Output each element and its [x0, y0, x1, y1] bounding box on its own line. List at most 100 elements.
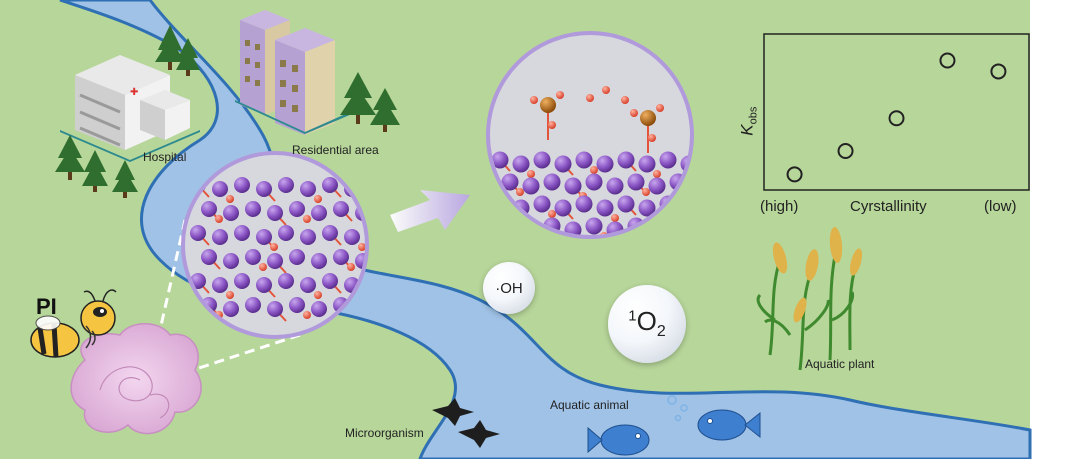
atom-purple: [223, 205, 239, 221]
atom-purple: [564, 177, 582, 195]
atom-purple: [554, 155, 572, 173]
atom-purple: [596, 199, 614, 217]
atom-purple: [575, 151, 593, 169]
atom-purple: [234, 225, 250, 241]
atom-purple: [234, 177, 250, 193]
atom-purple: [638, 155, 656, 173]
chart-point-3: [888, 110, 905, 127]
atom-purple: [256, 277, 272, 293]
atom-purple: [190, 225, 206, 241]
atom-purple: [322, 273, 338, 289]
atom-purple: [512, 155, 530, 173]
atom-purple: [311, 253, 327, 269]
hydroxyl-radical-bubble: ·OH: [483, 262, 535, 314]
atom-red: [303, 311, 311, 319]
atom-purple: [322, 177, 338, 193]
atom-purple: [223, 253, 239, 269]
atom-purple: [491, 151, 509, 169]
microorganism-label: Microorganism: [345, 426, 424, 440]
fish-icon: [587, 409, 761, 456]
residential-label: Residential area: [292, 143, 379, 157]
chart-plot-frame: [763, 33, 1030, 191]
chart-svg: [763, 33, 1030, 191]
atom-red: [226, 195, 234, 203]
atom-purple: [289, 249, 305, 265]
atom-purple: [333, 201, 349, 217]
aquatic-plant-label: Aquatic plant: [805, 357, 875, 371]
chart-x-right-label: (low): [984, 198, 1017, 215]
wheat-heads: [772, 227, 863, 323]
atom-purple: [648, 177, 666, 195]
atom-purple: [300, 181, 316, 197]
atom-red: [590, 166, 598, 174]
atom-red: [527, 170, 535, 178]
atom-purple: [311, 205, 327, 221]
atom-purple: [585, 173, 603, 191]
atom-purple: [278, 273, 294, 289]
chart-ylabel: Kobs: [737, 106, 760, 136]
atom-purple: [533, 195, 551, 213]
atom-purple: [311, 301, 327, 317]
atom-purple: [212, 229, 228, 245]
zoom-line: [146, 219, 187, 384]
atom-purple: [617, 151, 635, 169]
chart-point-1: [786, 166, 803, 183]
atom-red: [516, 188, 524, 196]
atom-purple: [300, 229, 316, 245]
chart-xlabel: Cyrstallinity: [850, 198, 927, 215]
atom-purple: [501, 173, 519, 191]
atom-purple: [256, 229, 272, 245]
microorganism-icon: [432, 398, 500, 448]
atom-purple: [278, 177, 294, 193]
atom-purple: [554, 199, 572, 217]
atom-purple: [278, 225, 294, 241]
residential-buildings: [235, 10, 352, 135]
atom-red: [303, 215, 311, 223]
atom-purple: [659, 151, 677, 169]
pi-flower-particle: [70, 323, 202, 435]
atom-red: [226, 291, 234, 299]
atom-purple: [575, 195, 593, 213]
atom-purple: [533, 151, 551, 169]
atom-purple: [256, 181, 272, 197]
atom-red: [653, 170, 661, 178]
kobs-crystallinity-chart: Kobs (high) Cyrstallinity (low): [737, 20, 1040, 220]
atom-red: [270, 243, 278, 251]
hospital-label: Hospital: [143, 150, 187, 164]
atom-purple: [344, 229, 360, 245]
atom-purple: [627, 173, 645, 191]
atom-purple: [245, 201, 261, 217]
atom-purple: [543, 173, 561, 191]
atom-red: [347, 263, 355, 271]
atom-purple: [322, 225, 338, 241]
atom-purple: [267, 301, 283, 317]
chart-point-4: [939, 52, 956, 69]
chart-point-5: [990, 63, 1007, 80]
singlet-oxygen-bubble: 1O2: [608, 285, 686, 363]
atom-orange: [640, 110, 656, 126]
bee-icon: [30, 289, 117, 358]
atom-purple: [289, 297, 305, 313]
atom-purple: [212, 277, 228, 293]
svg-text:✚: ✚: [130, 87, 138, 98]
atom-purple: [606, 177, 624, 195]
atom-purple: [289, 201, 305, 217]
atom-red: [621, 96, 629, 104]
atom-red: [215, 215, 223, 223]
atom-purple: [223, 301, 239, 317]
atom-purple: [333, 249, 349, 265]
chart-point-2: [837, 143, 854, 159]
atom-orange: [540, 97, 556, 113]
atom-red: [314, 291, 322, 299]
atom-red: [586, 94, 594, 102]
atom-purple: [617, 195, 635, 213]
atom-purple: [522, 177, 540, 195]
trees: [55, 25, 400, 198]
atom-purple: [245, 297, 261, 313]
atom-purple: [638, 199, 656, 217]
atom-purple: [212, 181, 228, 197]
hospital-building: ✚: [60, 55, 200, 162]
pi-label: PI: [36, 294, 57, 319]
